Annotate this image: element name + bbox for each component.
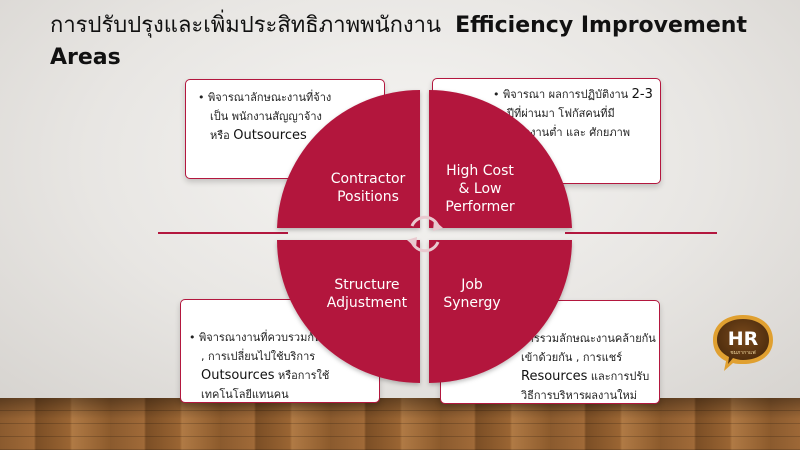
card-text: หรือการใช้ bbox=[274, 369, 330, 382]
card-text: , การเปลี่ยนไปใช้บริการ bbox=[201, 350, 316, 363]
title-english-line2: Areas bbox=[50, 45, 121, 70]
card-structure-adjustment: • พิจารณางานที่ควบรวมกันได้ , การเปลี่ยน… bbox=[180, 299, 380, 403]
card-text: วิธีการบริหารผลงานใหม่ bbox=[521, 389, 637, 402]
card-text-emphasis: Resources bbox=[521, 369, 588, 384]
label-line: Adjustment bbox=[326, 295, 408, 311]
card-text-emphasis: Outsources bbox=[201, 368, 275, 383]
label-line: Synergy bbox=[443, 295, 501, 311]
hr-logo-subtext: ชมภากาแฟ bbox=[730, 350, 756, 356]
card-contractor-positions: • พิจารณาลักษณะงานที่จ้าง เป็น พนักงานสั… bbox=[185, 79, 385, 179]
label-job-synergy: Job Synergy bbox=[432, 276, 512, 312]
card-text: การรวมลักษณะงานคล้ายกัน bbox=[521, 332, 656, 345]
card-text: หรือ bbox=[210, 129, 234, 142]
label-line: & Low bbox=[458, 181, 502, 197]
hr-logo-text: HR bbox=[728, 328, 759, 350]
card-text: พิจารณา ผลการปฏิบัติงาน bbox=[503, 88, 632, 101]
bullet: • bbox=[198, 91, 205, 104]
label-line: Structure bbox=[334, 277, 400, 293]
card-text: เทคโนโลยีแทนคน bbox=[201, 388, 289, 401]
card-text: เข้าด้วยกัน , การแชร์ bbox=[521, 351, 623, 364]
label-structure-adjustment: Structure Adjustment bbox=[312, 276, 422, 312]
card-text: ผ ผลงานต่ำ และ ศักยภาพ bbox=[507, 126, 631, 139]
card-text-emphasis: Outsources bbox=[233, 128, 307, 143]
title-english: Efficiency Improvement bbox=[455, 13, 747, 38]
title-thai: การปรับปรุงและเพิ่มประสิทธิภาพพนักงาน bbox=[50, 13, 442, 38]
wooden-floor bbox=[0, 398, 800, 450]
label-high-cost-low-performer: High Cost & Low Performer bbox=[430, 162, 530, 216]
card-text: พิจารณาลักษณะงานที่จ้าง bbox=[208, 91, 332, 104]
divider-right bbox=[565, 232, 717, 234]
bullet: • bbox=[493, 88, 500, 101]
label-contractor-positions: Contractor Positions bbox=[318, 170, 418, 206]
card-job-synergy: การรวมลักษณะงานคล้ายกัน เข้าด้วยกัน , กา… bbox=[440, 300, 660, 404]
hr-logo: HR ชมภากาแฟ bbox=[713, 315, 773, 371]
label-line: Positions bbox=[337, 189, 399, 205]
slide-title: การปรับปรุงและเพิ่มประสิทธิภาพพนักงาน Ef… bbox=[50, 10, 770, 74]
bullet: • bbox=[189, 331, 196, 344]
card-text: พิจารณางานที่ควบรวมกันได้ bbox=[199, 331, 335, 344]
label-line: Contractor bbox=[330, 171, 406, 187]
card-text: และการปรับ bbox=[587, 370, 650, 383]
card-text: เป็น พนักงานสัญญาจ้าง bbox=[210, 110, 322, 123]
label-line: Performer bbox=[445, 199, 515, 215]
divider-left bbox=[158, 232, 288, 234]
label-line: Job bbox=[461, 277, 483, 293]
label-line: High Cost bbox=[446, 163, 514, 179]
card-text: ปีที่ผ่านมา โฟกัสคนที่มี bbox=[507, 107, 615, 120]
card-text-emphasis: 2-3 bbox=[631, 87, 653, 102]
